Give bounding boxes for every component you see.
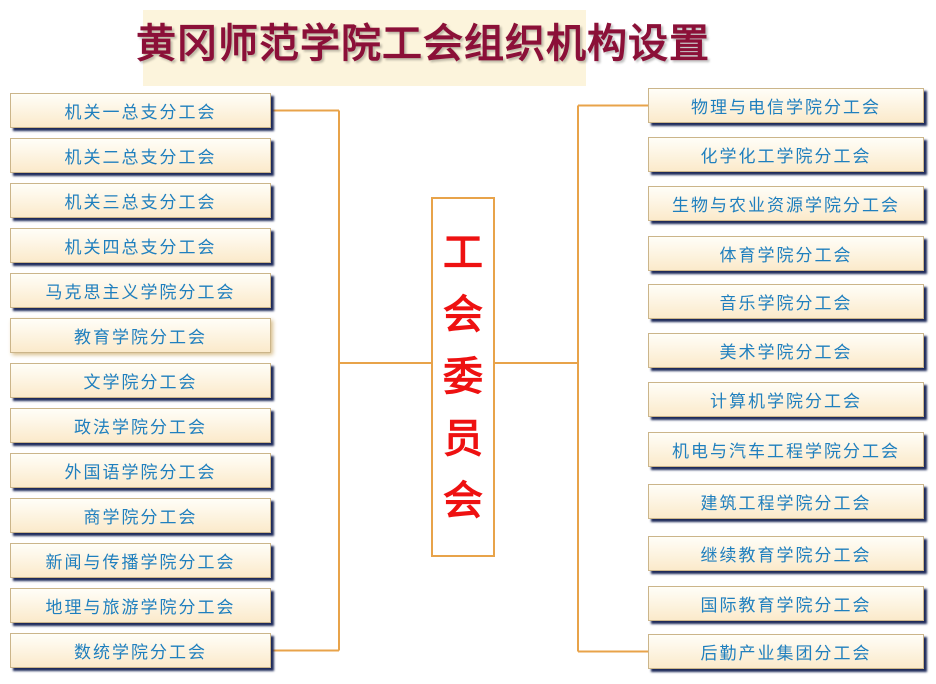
right-unit-box: 建筑工程学院分工会 [648,484,924,519]
right-unit-box: 体育学院分工会 [648,236,924,271]
left-unit-box: 商学院分工会 [10,498,271,533]
right-unit-box: 化学化工学院分工会 [648,137,924,172]
right-unit-box: 生物与农业资源学院分工会 [648,186,924,221]
right-unit-box: 后勤产业集团分工会 [648,634,924,669]
left-unit-box: 地理与旅游学院分工会 [10,588,271,623]
center-char-3: 委 [443,354,483,400]
page-title: 黄冈师范学院工会组织机构设置 [136,21,710,67]
center-char-5: 会 [443,478,483,524]
left-unit-box: 机关四总支分工会 [10,228,271,263]
right-unit-box: 继续教育学院分工会 [648,536,924,571]
left-unit-box: 机关一总支分工会 [10,93,271,128]
right-unit-box: 国际教育学院分工会 [648,586,924,621]
left-unit-box: 机关二总支分工会 [10,138,271,173]
right-unit-box: 物理与电信学院分工会 [648,88,924,123]
left-unit-box: 外国语学院分工会 [10,453,271,488]
right-unit-box: 美术学院分工会 [648,333,924,368]
title-highlight [143,10,586,86]
left-unit-box: 新闻与传播学院分工会 [10,543,271,578]
center-char-1: 工 [443,230,483,276]
left-unit-box: 教育学院分工会 [10,318,271,353]
left-unit-box: 政法学院分工会 [10,408,271,443]
left-unit-box: 文学院分工会 [10,363,271,398]
right-unit-box: 机电与汽车工程学院分工会 [648,432,924,467]
left-unit-box: 数统学院分工会 [10,633,271,668]
right-unit-box: 计算机学院分工会 [648,382,924,417]
union-committee-box: 工 会 委 员 会 [431,197,495,557]
left-unit-box: 机关三总支分工会 [10,183,271,218]
center-char-2: 会 [443,292,483,338]
right-unit-box: 音乐学院分工会 [648,284,924,319]
center-char-4: 员 [443,416,483,462]
left-unit-box: 马克思主义学院分工会 [10,273,271,308]
